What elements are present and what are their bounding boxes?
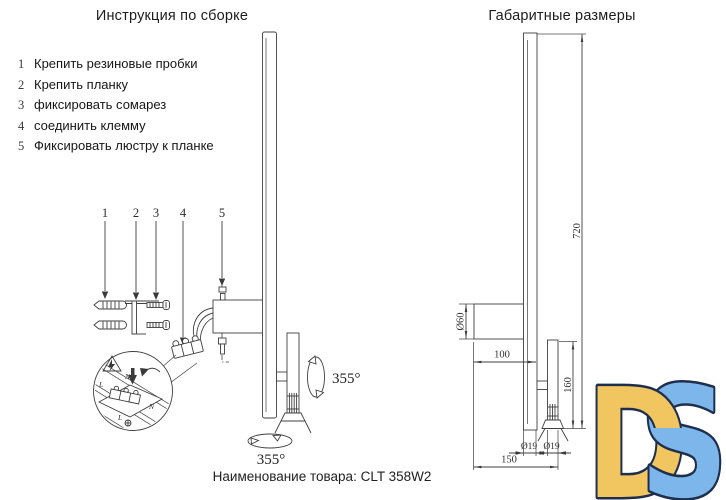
terminal-block: [171, 335, 204, 359]
wire-label-l: L: [98, 380, 103, 389]
spot-flare: [541, 419, 565, 429]
arm-connector: [536, 380, 548, 390]
mini-terminal-block: [108, 385, 142, 405]
instruction-step: 4 соединить клемму: [18, 118, 214, 139]
dim-diameters: Ø19 Ø19: [509, 430, 571, 456]
spot-arm: [286, 332, 300, 414]
callout-2: 2: [133, 206, 139, 220]
callout-4: 4: [180, 206, 187, 220]
callout-1: 1: [102, 206, 108, 220]
rotation-indicator-horizontal: [247, 433, 293, 449]
wire-label-n: N: [124, 372, 131, 381]
instruction-step: 1 Крепить резиновые пробки: [18, 56, 214, 77]
dim-height: 720: [537, 33, 586, 429]
dim-label-mount-width: 150: [501, 455, 517, 466]
dim-label-arm-height: 160: [563, 377, 574, 393]
warning-icon: [102, 355, 122, 372]
instruction-step: 2 Крепить планку: [18, 77, 214, 98]
assembly-title: Инструкция по сборке: [95, 8, 249, 24]
fixing-screws: [218, 283, 229, 363]
step-text: Фиксировать люстру к планке: [34, 138, 214, 154]
mounting-box: [212, 299, 264, 334]
dim-mount-diameter: Ø60: [456, 303, 474, 340]
lamp-tube: [523, 32, 538, 431]
wiring-detail-circle: N L N L: [93, 351, 173, 431]
screw: [146, 300, 170, 310]
callout-5: 5: [219, 206, 225, 220]
rotation-angle-base: 355°: [257, 452, 286, 468]
brand-watermark: S D: [584, 351, 726, 500]
step-text: фиксировать сомарез: [34, 97, 167, 113]
step-number: 4: [18, 118, 25, 133]
assembly-diagram: 355° 355° 1 2 3 4: [93, 31, 361, 468]
instruction-step: 3 фиксировать сомарез: [18, 97, 214, 118]
step-number: 5: [18, 139, 25, 154]
screw: [146, 320, 170, 330]
dim-arm-height: 160: [559, 341, 577, 429]
wall-anchor: [93, 320, 127, 330]
wire-label-n: N: [148, 402, 155, 411]
dim-label-mount-depth: 100: [494, 350, 510, 361]
dim-mount-depth: 100: [473, 342, 536, 366]
insert-arrow: [131, 368, 135, 375]
step-number: 1: [18, 57, 25, 71]
spot-flare: [280, 412, 306, 422]
arm-connector: [276, 371, 288, 382]
spot-head: [287, 393, 299, 413]
spot-head: [547, 404, 558, 420]
dim-label-mount-diameter: Ø60: [456, 312, 467, 330]
step-number: 3: [18, 98, 25, 113]
dimensions-title: Габаритные размеры: [488, 8, 636, 24]
wall-anchor: [93, 300, 127, 310]
lamp-tube: [262, 31, 277, 419]
product-name-label: Наименование товара: CLT 358W2: [212, 469, 432, 484]
dim-label-head-diameter: Ø19: [543, 442, 560, 452]
step-text: Крепить резиновые пробки: [34, 56, 198, 71]
dimensions-diagram: Ø60 100 160 720: [456, 32, 586, 470]
instruction-step: 5 Фиксировать люстру к планке: [18, 138, 214, 159]
dim-label-height: 720: [572, 223, 583, 239]
callout-leaders: 1 2 3 4 5: [101, 206, 226, 345]
dim-mount-width: 150: [473, 366, 559, 470]
callout-3: 3: [153, 206, 159, 220]
dim-label-tube-diameter: Ø19: [521, 442, 538, 452]
step-number: 2: [18, 77, 25, 92]
wire-label-l: L: [117, 413, 122, 422]
rotation-angle-head: 355°: [332, 371, 361, 387]
ground-icon: [124, 419, 132, 427]
step-text: Крепить планку: [34, 76, 129, 92]
mounting-box: [473, 303, 525, 340]
rotation-indicator-vertical: [307, 355, 325, 399]
step-text: соединить клемму: [34, 117, 146, 133]
instruction-list: 1 Крепить резиновые пробки 2 Крепить пла…: [18, 56, 214, 159]
